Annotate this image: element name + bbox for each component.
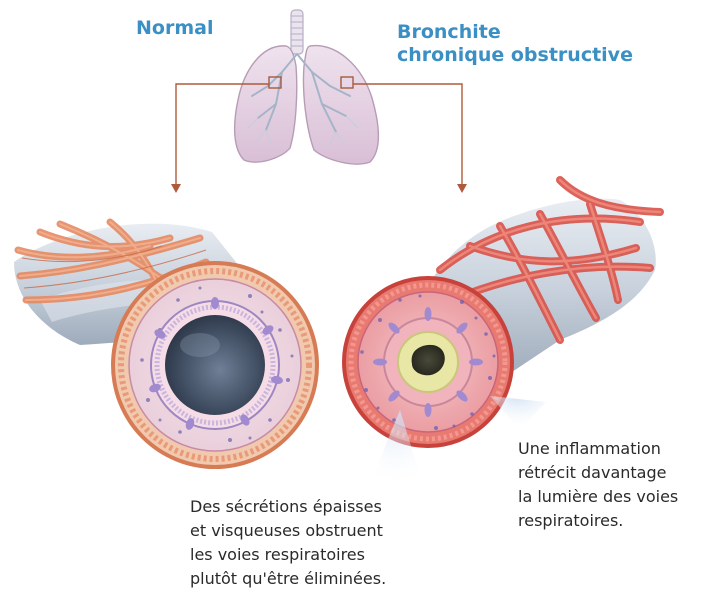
caption-inflammation: Une inflammation rétrécit davantage la l… (518, 437, 678, 533)
caption-secretions-line: et visqueuses obstruent (190, 519, 386, 543)
caption-secretions-line: plutôt qu'être éliminées. (190, 567, 386, 591)
caption-inflammation-line: rétrécit davantage (518, 461, 678, 485)
arrow-heads (171, 184, 467, 193)
label-bpco-line-2: chronique obstructive (397, 44, 633, 67)
caption-inflammation-line: la lumière des voies (518, 485, 678, 509)
caption-inflammation-line: Une inflammation (518, 437, 678, 461)
label-normal: Normal (136, 17, 213, 40)
label-chronic-obstructive-bronchitis: Bronchite chronique obstructive (397, 21, 633, 67)
caption-inflammation-line: respiratoires. (518, 509, 678, 533)
caption-secretions-line: Des sécrétions épaisses (190, 495, 386, 519)
lungs-illustration (235, 10, 379, 164)
label-bpco-line-1: Bronchite (397, 21, 633, 44)
caption-secretions: Des sécrétions épaisses et visqueuses ob… (190, 495, 386, 591)
normal-bronchus (14, 222, 317, 467)
caption-secretions-line: les voies respiratoires (190, 543, 386, 567)
